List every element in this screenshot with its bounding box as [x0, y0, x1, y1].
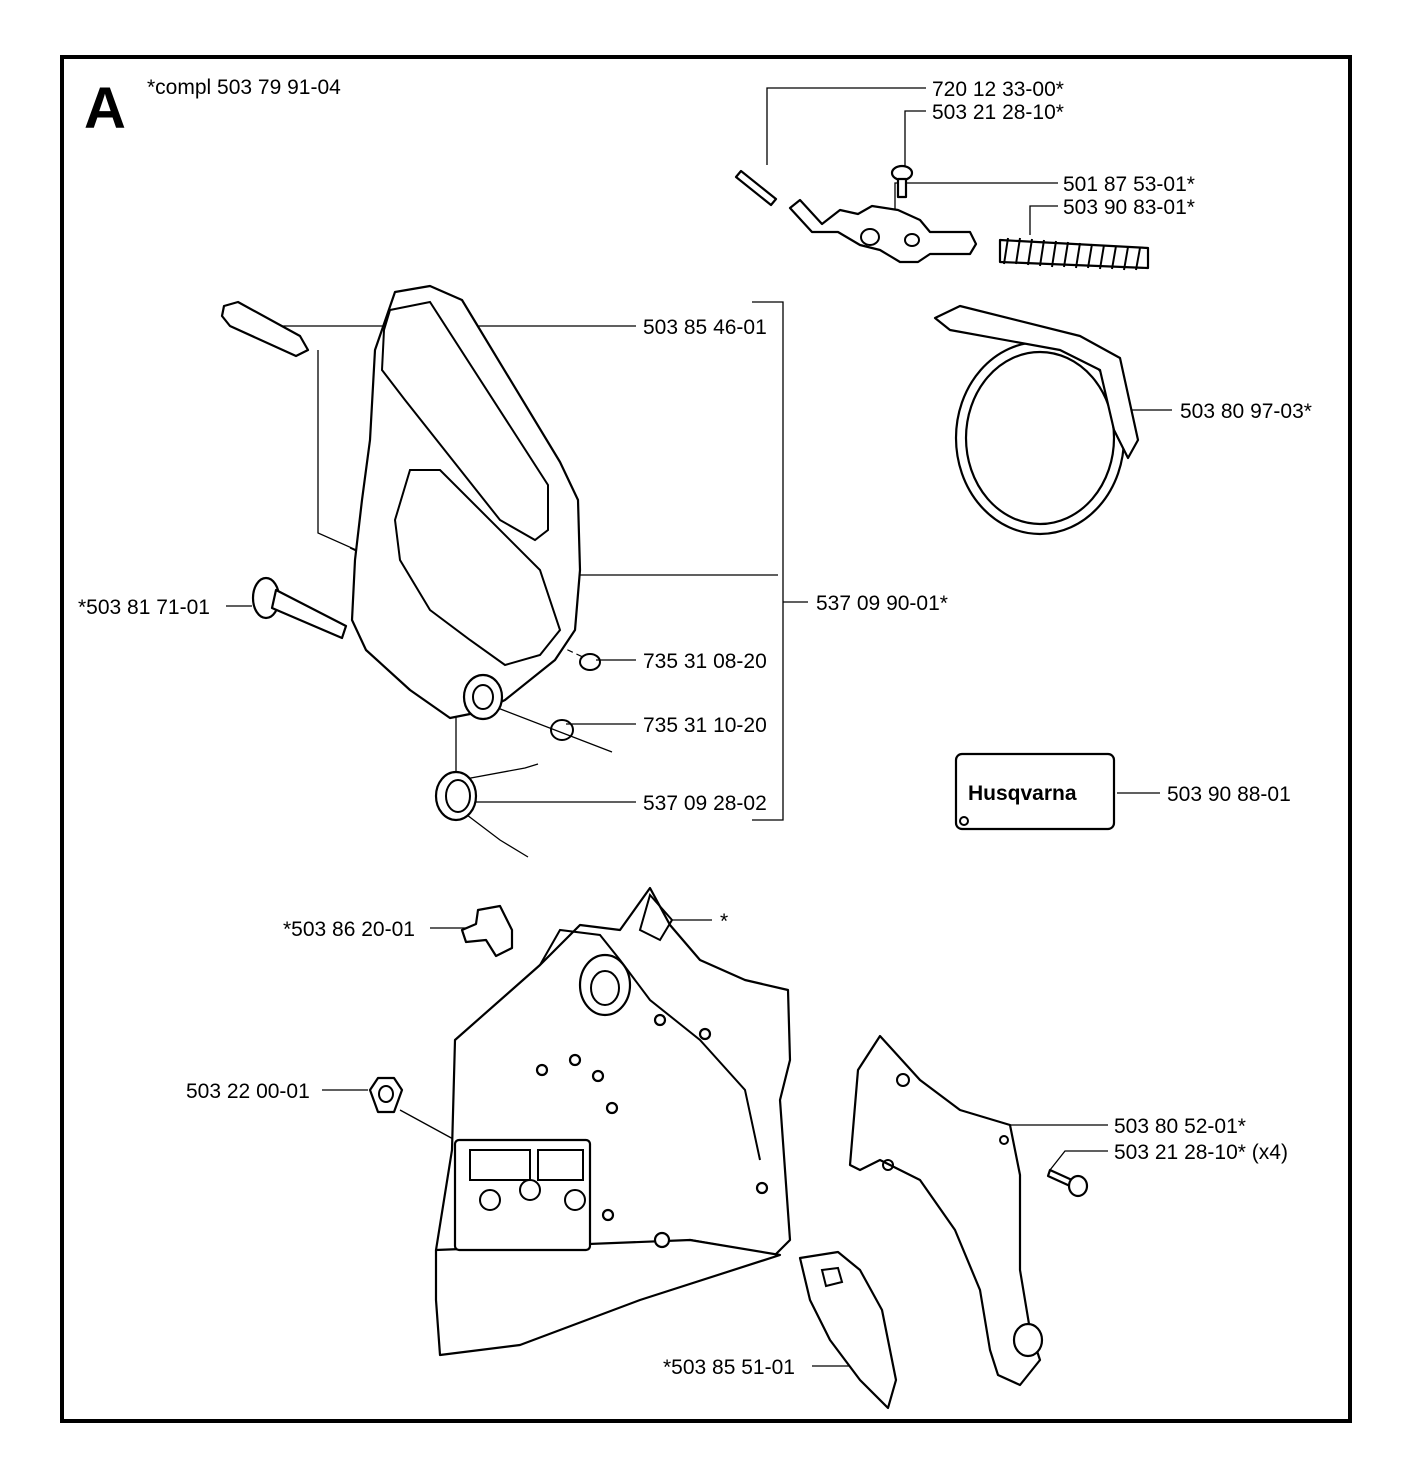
kit-label: *compl — [147, 76, 211, 99]
kit-number: 503 79 91-04 — [217, 76, 341, 99]
callout-pivot-pin: *503 81 71-01 — [78, 596, 210, 619]
leader-lines — [226, 87, 1172, 1367]
nut-part — [368, 1076, 404, 1114]
callout-labels: 720 12 33-00* 503 21 28-10* 501 87 53-01… — [78, 78, 1312, 1379]
callout-guard-assembly: 537 09 90-01* — [816, 592, 948, 615]
spring-part — [998, 237, 1150, 271]
callout-decal: 503 90 88-01 — [1167, 783, 1291, 806]
decal-brand: Husqvarna — [968, 782, 1077, 805]
screw-x4-part — [1046, 1168, 1089, 1198]
callout-screw-x4: 503 21 28-10* (x4) — [1114, 1141, 1288, 1164]
pin-part — [734, 169, 778, 207]
callout-screw-x4-number: 503 21 28-10* — [1114, 1141, 1246, 1164]
screw-top-part — [890, 164, 914, 199]
callout-circlip-a: 735 31 08-20 — [643, 650, 767, 673]
callout-nut: 503 22 00-01 — [186, 1080, 310, 1103]
callout-screw-top: 503 21 28-10* — [932, 101, 1064, 124]
circlip-a-part — [579, 653, 601, 671]
callout-guard-spring: 537 09 28-02 — [643, 792, 767, 815]
callout-cover-star: * — [720, 910, 728, 933]
chain-guide-part — [798, 1250, 898, 1410]
callout-pin: 720 12 33-00* — [932, 78, 1064, 101]
section-letter: A — [84, 76, 126, 141]
callout-circlip-b: 735 31 10-20 — [643, 714, 767, 737]
brake-band-part — [933, 304, 1140, 536]
callout-brake-lever: 501 87 53-01* — [1063, 173, 1195, 196]
callout-plate: 503 80 52-01* — [1114, 1115, 1246, 1138]
guard-spring-part — [434, 770, 478, 822]
callout-brake-band: 503 80 97-03* — [1180, 400, 1312, 423]
bushing-part — [220, 300, 310, 358]
cover-part — [434, 886, 792, 1357]
callout-spring: 503 90 83-01* — [1063, 196, 1195, 219]
plate-part — [848, 1034, 1044, 1387]
pivot-pin-part — [251, 576, 348, 640]
clip-part — [460, 904, 514, 958]
guard-part — [350, 284, 582, 721]
callout-screw-x4-qty: (x4) — [1252, 1141, 1288, 1164]
kit-title: *compl 503 79 91-04 — [147, 76, 341, 99]
circlip-b-part — [550, 719, 574, 741]
decal-part: Husqvarna — [954, 752, 1116, 831]
diagram-frame — [60, 55, 1352, 1423]
callout-chain-guide: *503 85 51-01 — [663, 1356, 795, 1379]
callout-clip: *503 86 20-01 — [283, 918, 415, 941]
callout-bushing: 503 85 46-01 — [643, 316, 767, 339]
brake-lever-part — [788, 198, 978, 264]
